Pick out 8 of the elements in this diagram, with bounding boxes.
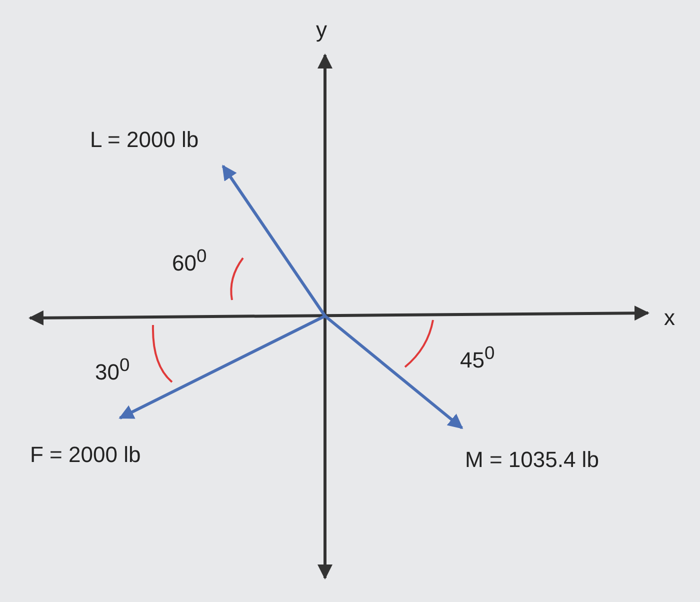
axis-label: x (664, 306, 675, 330)
angle-label: 45$^{0}$ (460, 343, 495, 373)
axis-label: y (316, 18, 327, 42)
force-label: M = 1035.4 lb (465, 448, 599, 472)
force-label: F = 2000 lb (30, 443, 141, 468)
angle-label: 60$^{0}$ (172, 246, 207, 276)
force-label: L = 2000 lb (90, 128, 199, 152)
angle-label: 30$^{0}$ (95, 355, 130, 385)
